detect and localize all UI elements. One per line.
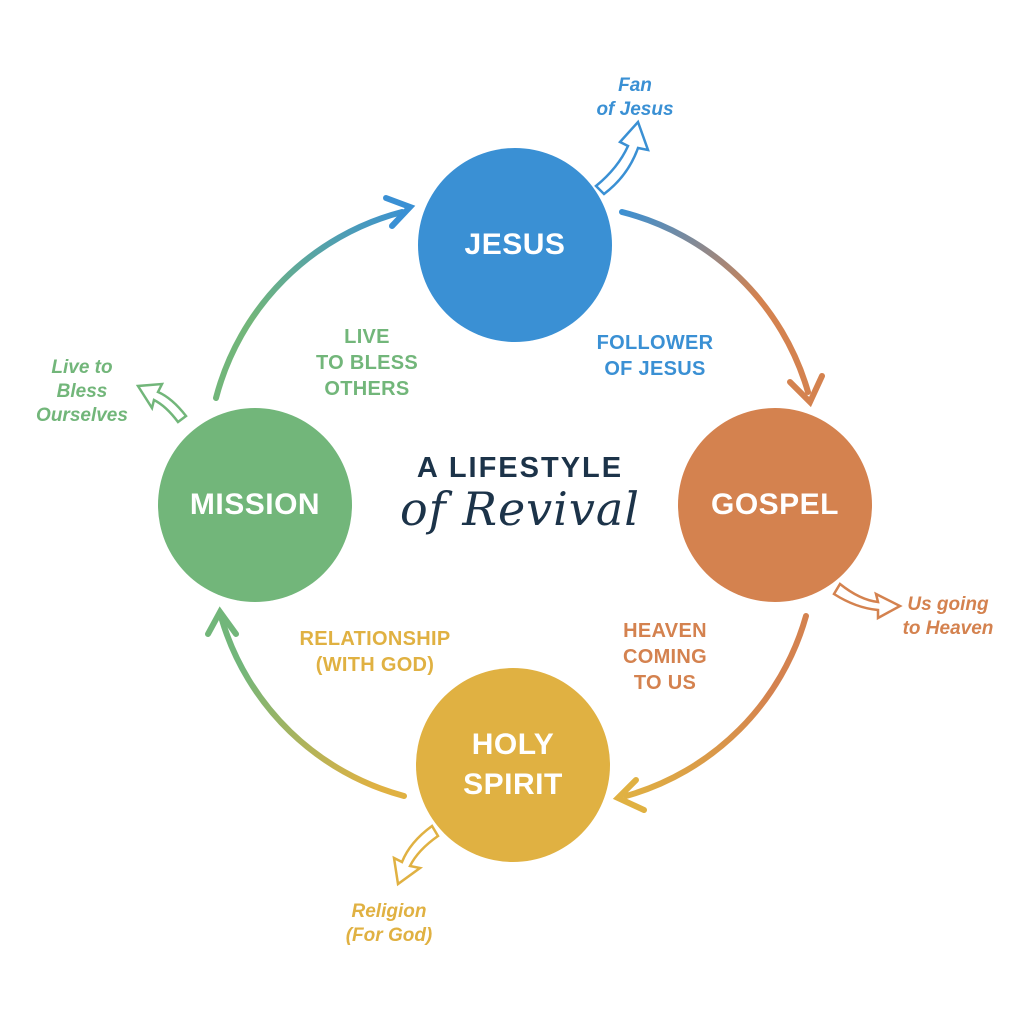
label-relationship-with-god: RELATIONSHIP (WITH GOD) bbox=[270, 626, 480, 678]
label-line: (WITH GOD) bbox=[315, 654, 435, 676]
outlet-arrow-religion bbox=[392, 824, 440, 887]
node-jesus: JESUS bbox=[418, 148, 612, 342]
node-mission: MISSION bbox=[158, 408, 352, 602]
arrow-mission-to-jesus bbox=[213, 209, 405, 401]
node-holy-spirit-label-1: HOLY bbox=[471, 728, 555, 761]
label-line: RELATIONSHIP bbox=[299, 628, 451, 650]
alt-line: (For God) bbox=[345, 925, 433, 946]
diagram-title: A LIFESTYLE bbox=[416, 452, 624, 484]
label-heaven-coming-to-us: HEAVEN COMING TO US bbox=[590, 618, 740, 696]
node-gospel-label: GOSPEL bbox=[710, 488, 840, 521]
node-holy-spirit-label-2: SPIRIT bbox=[463, 768, 563, 801]
node-holy-spirit: HOLY SPIRIT bbox=[416, 668, 610, 862]
label-line: OF JESUS bbox=[604, 358, 706, 380]
label-line: LIVE bbox=[344, 326, 390, 348]
label-line: TO BLESS bbox=[315, 352, 419, 374]
alt-line: of Jesus bbox=[596, 99, 674, 120]
outlet-arrow-heaven bbox=[832, 582, 903, 621]
alt-line: Ourselves bbox=[36, 405, 128, 426]
alt-religion-for-god: Religion (For God) bbox=[334, 900, 444, 948]
arrow-gospel-to-holy-spirit bbox=[623, 613, 809, 799]
alt-line: Us going bbox=[907, 594, 989, 615]
alt-line: Fan bbox=[618, 75, 652, 96]
label-live-to-bless-others: LIVE TO BLESS OTHERS bbox=[292, 324, 442, 402]
arrow-holy-spirit-to-mission bbox=[219, 617, 407, 799]
alt-line: Bless bbox=[56, 381, 108, 402]
alt-line: to Heaven bbox=[902, 618, 994, 639]
alt-us-going-to-heaven: Us going to Heaven bbox=[890, 593, 1006, 641]
label-line: OTHERS bbox=[324, 378, 410, 400]
outlet-arrow-fan bbox=[594, 119, 650, 196]
label-line: FOLLOWER bbox=[596, 332, 714, 354]
diagram-subtitle-script: of Revival bbox=[399, 482, 641, 536]
label-line: COMING bbox=[622, 646, 708, 668]
outlet-arrow-ourselves bbox=[135, 382, 188, 424]
label-line: TO US bbox=[633, 672, 697, 694]
alt-line: Live to bbox=[51, 357, 113, 378]
label-follower-of-jesus: FOLLOWER OF JESUS bbox=[570, 330, 740, 382]
alt-line: Religion bbox=[351, 901, 427, 922]
node-jesus-label: JESUS bbox=[464, 228, 566, 261]
arrow-jesus-to-gospel bbox=[619, 209, 811, 395]
node-gospel: GOSPEL bbox=[678, 408, 872, 602]
node-mission-label: MISSION bbox=[189, 488, 321, 521]
alt-fan-of-jesus: Fan of Jesus bbox=[580, 74, 690, 122]
label-line: HEAVEN bbox=[623, 620, 707, 642]
